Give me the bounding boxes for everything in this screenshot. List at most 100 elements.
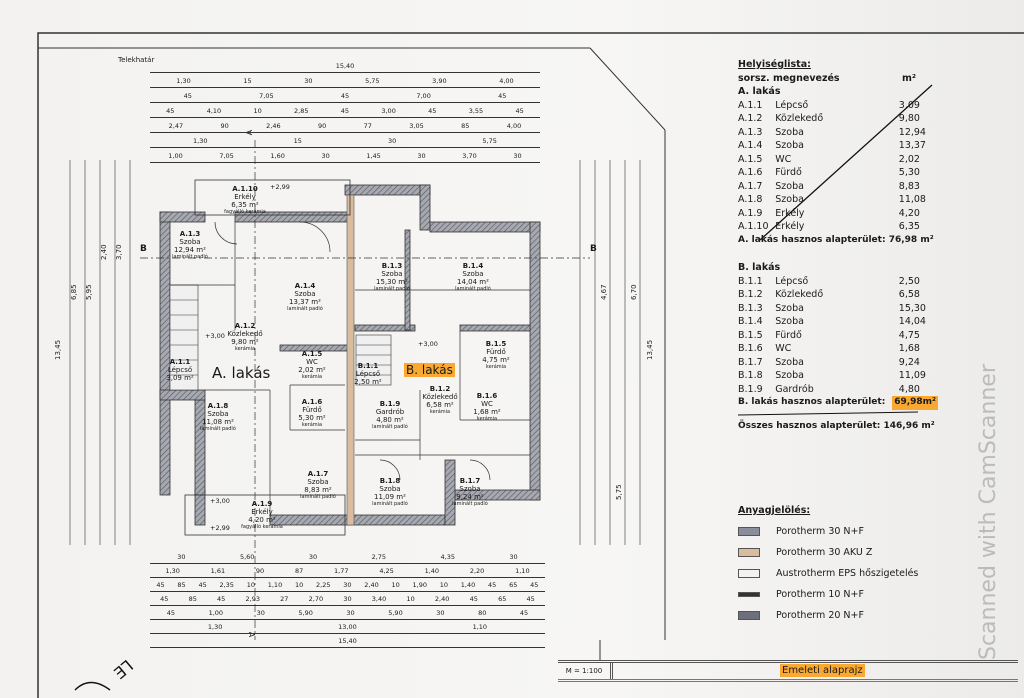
dimension-value: 5,75 bbox=[482, 137, 497, 145]
dimension-value: 45 bbox=[198, 581, 207, 589]
room-code: A.1.9 bbox=[251, 500, 273, 508]
schedule-name: Fürdő bbox=[775, 167, 802, 178]
room-area: 6,35 m² bbox=[231, 201, 259, 209]
schedule-code: A.1.5 bbox=[738, 153, 763, 165]
schedule-area: 9,80 bbox=[898, 113, 920, 124]
aku-party-wall bbox=[346, 194, 355, 526]
dimension-value: 45 bbox=[156, 581, 165, 589]
schedule-code: A.1.6 bbox=[738, 167, 763, 178]
room-name: WC bbox=[306, 358, 318, 366]
room-area: 4,75 m² bbox=[482, 356, 510, 364]
dimension-value: 5,90 bbox=[388, 609, 403, 617]
schedule-code: A.1.3 bbox=[738, 126, 763, 138]
dimension-value: 15,40 bbox=[338, 637, 357, 645]
schedule-header-unit: m² bbox=[902, 72, 917, 84]
room-code: B.1.6 bbox=[476, 392, 498, 400]
dimension-value: 45 bbox=[515, 107, 524, 115]
dimension-value: 2,75 bbox=[371, 553, 387, 561]
room-code: B.1.5 bbox=[485, 340, 507, 348]
dimension-value: 3,55 bbox=[468, 107, 484, 115]
unit-a-title: A. lakás bbox=[738, 86, 781, 97]
legend-item: Porotherm 30 AKU Z bbox=[738, 542, 918, 563]
dimension-value: 10 bbox=[294, 581, 304, 589]
dimension-value: 2,85 bbox=[294, 107, 309, 115]
dimension-value: 30 bbox=[346, 609, 355, 617]
schedule-code: B.1.8 bbox=[738, 370, 763, 381]
schedule-code: B.1.5 bbox=[738, 329, 763, 341]
dimension-value: 45 bbox=[498, 92, 507, 100]
dimension-value: 45 bbox=[166, 609, 176, 617]
room-area: 12,94 m² bbox=[174, 246, 206, 254]
dimension-value: 1,10 bbox=[267, 581, 283, 589]
dimension-value: 3,70 bbox=[462, 152, 477, 160]
stairs bbox=[169, 284, 392, 391]
dimension-value: 15 bbox=[243, 77, 252, 85]
dimension-value: 1,60 bbox=[270, 152, 285, 160]
schedule-name: Közlekedő bbox=[775, 113, 824, 124]
schedule-area: 11,08 bbox=[898, 194, 926, 205]
room-area: 5,30 m² bbox=[298, 414, 326, 422]
dimension-value: 7,05 bbox=[219, 152, 234, 160]
room-name: Fürdő bbox=[486, 348, 506, 356]
room-floor: laminált padló bbox=[455, 286, 491, 292]
dimension-value: 30 bbox=[256, 609, 265, 617]
legend-label: Austrotherm EPS hőszigetelés bbox=[776, 568, 919, 579]
dimension-value: 1,40 bbox=[460, 581, 476, 589]
dimension-value: 1,90 bbox=[412, 581, 428, 589]
unit-b-total-label: B. lakás hasznos alapterület: bbox=[738, 397, 886, 407]
room-code: B.1.8 bbox=[379, 477, 401, 485]
dimension-value: 5,75 bbox=[365, 77, 380, 85]
dimension-value: 45 bbox=[530, 581, 539, 589]
room-code: A.1.3 bbox=[179, 230, 201, 238]
room-floor: laminált padló bbox=[372, 501, 408, 507]
dimension-value: 2,47 bbox=[168, 122, 184, 130]
dimension-value: 1,30 bbox=[176, 77, 191, 85]
dimension-value: 1,77 bbox=[334, 567, 349, 575]
schedule-name: Lépcső bbox=[775, 99, 809, 111]
schedule-area: 14,04 bbox=[898, 316, 926, 327]
level-mark: +2,99 bbox=[270, 183, 290, 191]
dimension-value: 10 bbox=[439, 581, 449, 589]
dimension-value: 45 bbox=[428, 107, 437, 115]
schedule-code: A.1.9 bbox=[738, 207, 763, 219]
schedule-name: Szoba bbox=[775, 316, 804, 327]
unit-b-title: B. lakás bbox=[738, 262, 781, 273]
schedule-area: 6,58 bbox=[898, 289, 920, 300]
legend-label: Porotherm 10 N+F bbox=[776, 589, 864, 600]
dimension-chain: 15,40 bbox=[150, 62, 540, 73]
svg-text:3,70: 3,70 bbox=[115, 244, 123, 260]
dimension-value: 15,40 bbox=[335, 62, 355, 70]
dimension-value: 5,90 bbox=[298, 609, 313, 617]
dimension-value: 3,05 bbox=[409, 122, 424, 130]
room-name: Szoba bbox=[381, 270, 403, 278]
room-code: A.1.8 bbox=[207, 402, 229, 410]
schedule-name: Szoba bbox=[775, 126, 804, 138]
room-floor: laminált padló bbox=[172, 254, 208, 260]
dimension-value: 3,00 bbox=[381, 107, 396, 115]
dimension-value: 30 bbox=[304, 77, 313, 85]
schedule-area: 12,94 bbox=[898, 126, 926, 138]
unit-a-label: A. lakás bbox=[212, 364, 271, 382]
room-name: Erkély bbox=[234, 193, 256, 201]
room-code: B.1.1 bbox=[357, 362, 379, 370]
dimension-value: 87 bbox=[294, 567, 304, 575]
dimension-value: 1,45 bbox=[366, 152, 381, 160]
title-block: M = 1:100 Emeleti alaprajz bbox=[558, 660, 1018, 682]
dimension-value: 7,00 bbox=[416, 92, 431, 100]
room-floor: kerámia bbox=[301, 422, 323, 428]
